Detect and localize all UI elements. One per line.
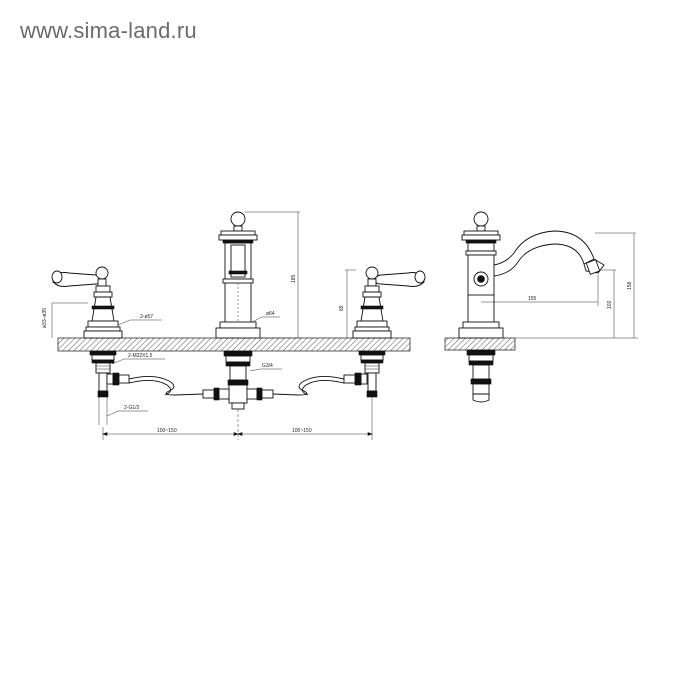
dim-158-label: 158 [627,281,633,290]
dim-g34-label: G3/4 [262,363,273,369]
side-dimension-lines [481,232,638,339]
flexible-hoses [128,376,345,396]
side-countertop [444,337,516,351]
side-body [458,211,605,403]
countertop [57,337,411,352]
side-view: 155 102 158 [444,211,638,403]
dim-m32-label: 2-M32X1.5 [128,353,153,359]
front-view: 2-ø57 ø33–ø35 2-M32X1.5 2-G1/2 100~150 1… [42,211,426,440]
right-handle-valve [343,266,426,398]
dim-g12-label: 2-G1/2 [124,405,140,411]
dim-155-label: 155 [528,296,537,302]
watermark-text: www.sima-land.ru [20,18,197,43]
dim-span-left-label: 100~150 [157,428,177,434]
dim-d64-label: ø64 [266,311,275,317]
dim-102-label: 102 [607,300,613,309]
left-handle-valve [51,266,130,425]
dim-span-right-label: 100~150 [292,428,312,434]
front-dimension-lines [51,211,373,440]
dim-d33-label: ø33–ø35 [42,308,48,328]
dim-d57-label: 2-ø57 [140,314,153,320]
dim-89-label: 89 [339,305,345,311]
dim-185-label: 185 [291,274,297,283]
center-spout [202,211,274,440]
